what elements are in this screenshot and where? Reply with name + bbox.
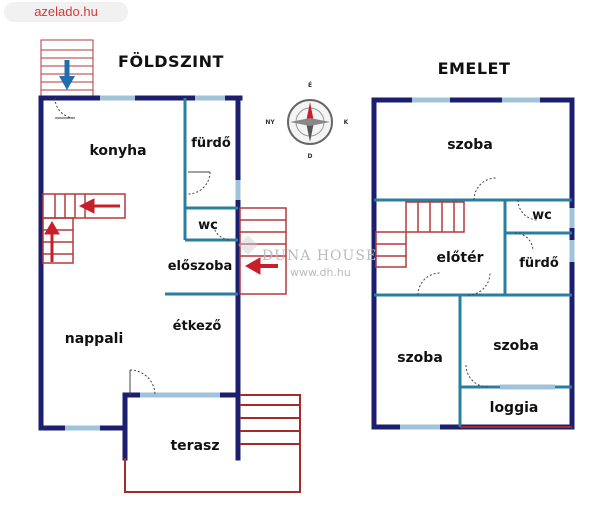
room-label-room-right: szoba xyxy=(493,338,539,354)
room-label-room-top: szoba xyxy=(447,137,493,153)
stair-up-arrow-icon xyxy=(44,198,120,262)
compass-west: NY xyxy=(265,119,275,126)
ground-floor-title: FÖLDSZINT xyxy=(118,52,224,71)
side-entry-arrow-icon xyxy=(244,257,278,275)
compass-south: D xyxy=(308,153,313,160)
upper-partitions xyxy=(374,198,572,427)
room-label-wc-ground: wc xyxy=(198,218,218,233)
room-label-bathroom-upper: fürdő xyxy=(519,256,559,271)
room-label-bathroom-ground: fürdő xyxy=(191,136,231,151)
source-badge: azelado.hu xyxy=(4,2,128,22)
room-label-terrace: terasz xyxy=(170,438,219,454)
room-label-wc-upper: wc xyxy=(532,208,552,223)
ground-floor-plan xyxy=(38,39,301,493)
upper-floor-title: EMELET xyxy=(438,59,511,78)
ground-partitions xyxy=(165,98,238,296)
room-label-living: nappali xyxy=(65,331,124,347)
compass-icon xyxy=(287,99,333,145)
room-label-kitchen: konyha xyxy=(89,143,146,159)
upper-stairs xyxy=(375,201,465,268)
room-label-room-left: szoba xyxy=(397,350,443,366)
upper-windows xyxy=(400,97,575,430)
upper-floor-plan xyxy=(371,97,575,430)
upper-doors xyxy=(417,177,539,388)
room-label-dining: étkező xyxy=(173,319,222,334)
ground-windows xyxy=(65,95,241,431)
compass-north: É xyxy=(308,81,312,89)
watermark-url: www.dh.hu xyxy=(290,266,351,279)
entrance-arrow-icon xyxy=(59,60,75,90)
watermark-brand: DUNA HOUSE xyxy=(262,248,377,264)
room-label-loggia: loggia xyxy=(490,400,539,416)
compass-east: K xyxy=(344,119,349,126)
side-stairs xyxy=(239,207,287,295)
watermark-logo-icon xyxy=(238,235,258,255)
room-label-landing: előtér xyxy=(436,250,483,266)
room-label-hall: előszoba xyxy=(168,259,233,274)
terrace xyxy=(124,394,301,493)
